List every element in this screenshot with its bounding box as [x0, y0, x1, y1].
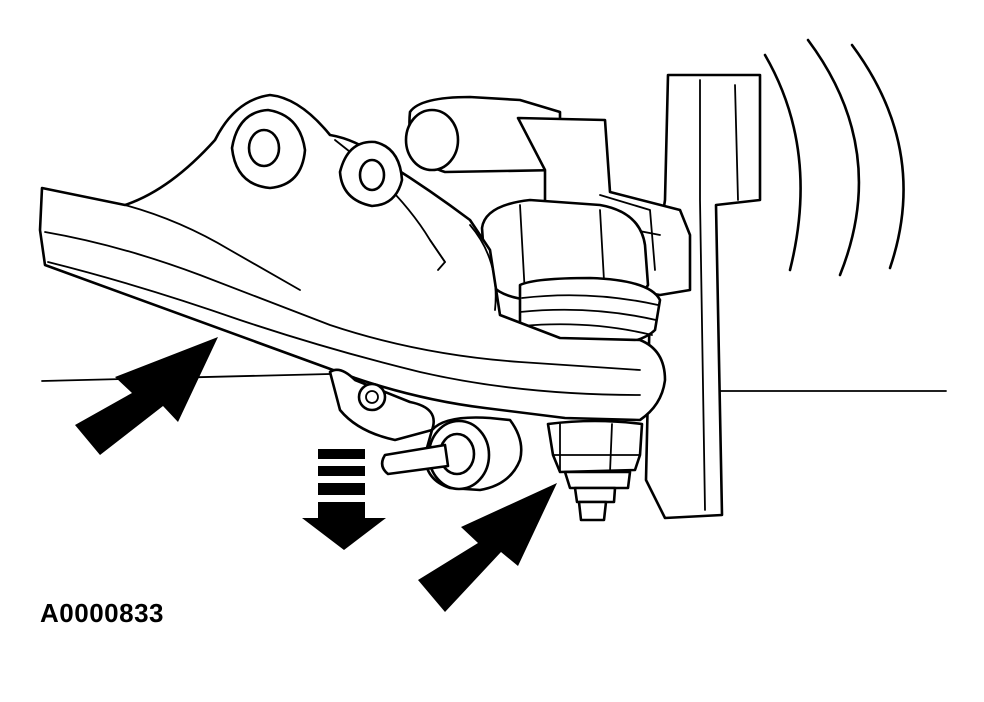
steering-knuckle: [644, 73, 762, 520]
wheel-arcs: [763, 38, 905, 277]
direction-arrows: [75, 337, 557, 612]
arrow-right-icon: [418, 483, 557, 612]
ball-joint-boot: [518, 276, 662, 349]
arrow-left-icon: [75, 337, 218, 455]
figure-label: A0000833: [40, 598, 164, 628]
lower-control-arm: [38, 93, 667, 422]
dashed-down-arrow-icon: [302, 449, 386, 550]
ball-joint-stud: [546, 419, 644, 522]
mounting-eyes: [230, 108, 446, 271]
upper-ball-joint: [480, 198, 650, 304]
upper-boss: [404, 95, 562, 174]
lower-bracket: [328, 368, 435, 442]
stabilizer-bushing: [380, 416, 523, 492]
